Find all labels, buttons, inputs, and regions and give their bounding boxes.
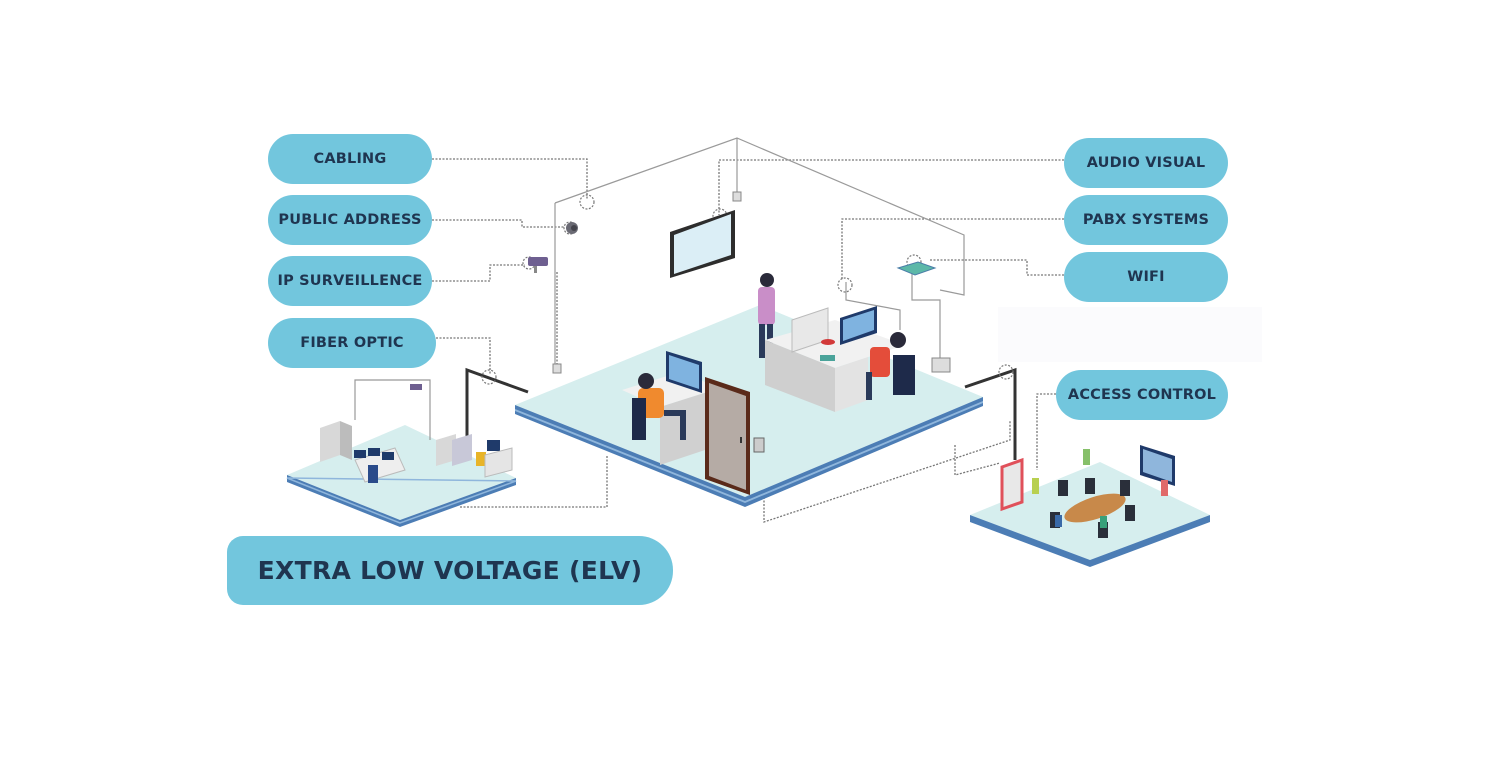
label-public-address[interactable]: PUBLIC ADDRESS <box>268 195 432 245</box>
desk-right <box>765 306 905 412</box>
connector-control-room <box>460 455 608 508</box>
label-ip-surveillance[interactable]: IP SURVEILLENCE <box>268 256 432 306</box>
central-office <box>515 191 983 507</box>
connector-public-address <box>432 219 565 228</box>
connector-cabling <box>432 158 588 200</box>
connector-access-control <box>1036 393 1056 470</box>
connector-ip-surveillance <box>432 264 525 282</box>
title-text: EXTRA LOW VOLTAGE (ELV) <box>257 556 643 585</box>
connector-fiber-optic <box>436 337 491 375</box>
access-gate-icon <box>1000 457 1024 512</box>
network-socket-icon <box>732 191 742 202</box>
connector-lines <box>432 158 1064 523</box>
control-room <box>286 379 517 527</box>
connector-pabx <box>841 218 1064 280</box>
cctv-camera-icon <box>410 384 422 390</box>
page-title: EXTRA LOW VOLTAGE (ELV) <box>227 536 673 605</box>
label-text: WIFI <box>1127 269 1165 285</box>
label-text: ACCESS CONTROL <box>1067 387 1217 403</box>
label-text: AUDIO VISUAL <box>1086 155 1206 171</box>
wall-outline <box>554 137 965 372</box>
server-rack-icon <box>320 421 352 462</box>
wifi-router-icon <box>896 261 937 276</box>
connector-meeting-room <box>954 445 1001 476</box>
person-seated-left <box>632 373 686 440</box>
label-text: IP SURVEILLENCE <box>277 273 423 289</box>
label-access-control[interactable]: ACCESS CONTROL <box>1056 370 1228 420</box>
label-fiber-optic[interactable]: FIBER OPTIC <box>268 318 436 368</box>
label-text: PABX SYSTEMS <box>1082 212 1210 228</box>
label-text: CABLING <box>313 151 387 167</box>
control-desk <box>354 434 513 483</box>
backbone-cables <box>465 367 1017 460</box>
door-icon <box>705 377 750 495</box>
label-text: PUBLIC ADDRESS <box>278 212 422 228</box>
label-audio-visual[interactable]: AUDIO VISUAL <box>1064 138 1228 188</box>
connector-wifi <box>930 259 1064 276</box>
cctv-camera-icon <box>528 257 548 273</box>
connector-audio-visual <box>718 159 1064 215</box>
network-socket-icon <box>931 357 951 373</box>
meeting-table <box>1064 493 1126 523</box>
label-text: FIBER OPTIC <box>300 335 404 351</box>
person-seated-right <box>866 332 915 400</box>
access-reader-icon <box>753 437 765 453</box>
people <box>1032 449 1168 528</box>
faint-background-panel <box>998 307 1262 362</box>
meeting-room <box>970 445 1210 567</box>
label-cabling[interactable]: CABLING <box>268 134 432 184</box>
network-socket-icon <box>552 363 562 374</box>
label-wifi[interactable]: WIFI <box>1064 252 1228 302</box>
label-pabx-systems[interactable]: PABX SYSTEMS <box>1064 195 1228 245</box>
